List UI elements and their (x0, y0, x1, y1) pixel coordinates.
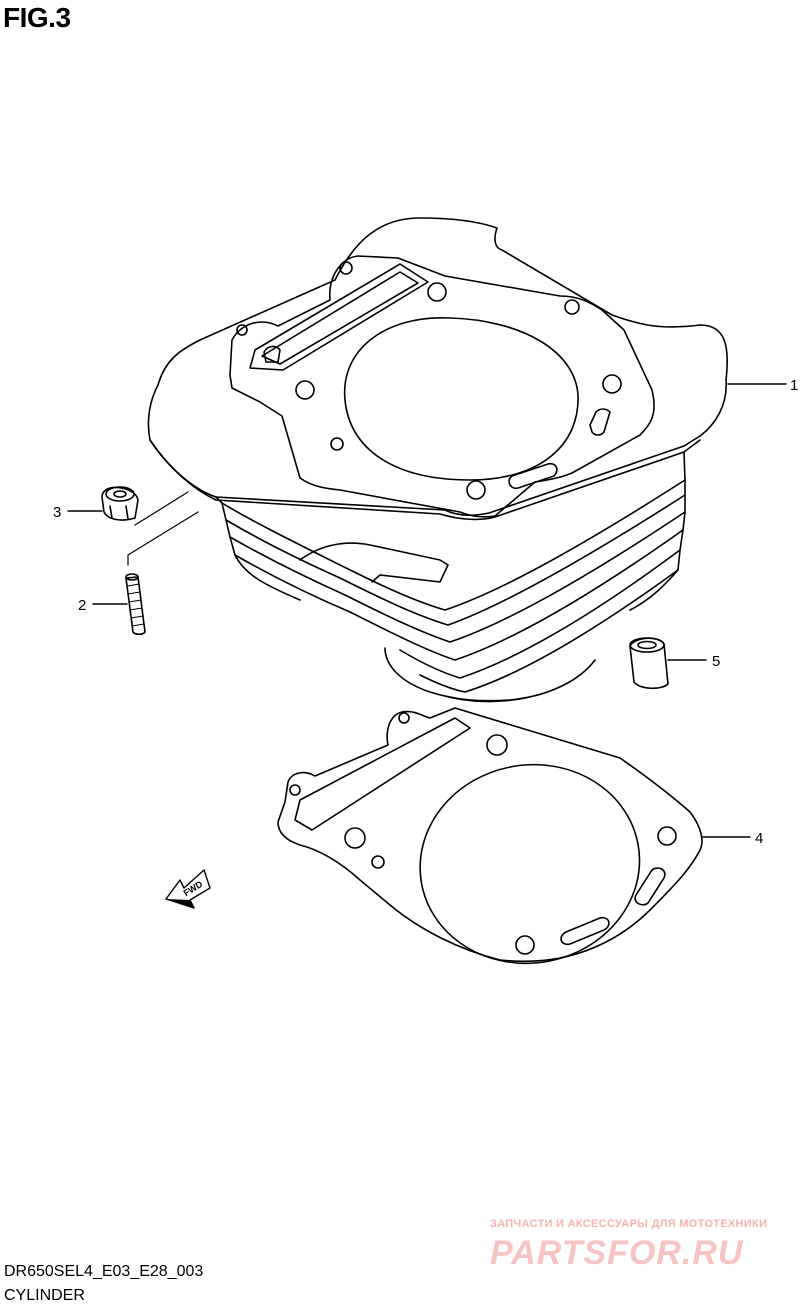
cooling-fin (234, 529, 684, 661)
bolt-hole (427, 282, 447, 302)
bolt-hole (339, 261, 353, 275)
gasket-hole (289, 784, 301, 796)
bolt-hole (602, 374, 622, 394)
bolt-hole (330, 437, 344, 451)
gasket-hole (486, 734, 508, 756)
watermark-logo: PARTSFOR.RU (490, 1234, 744, 1272)
watermark-logo-text: PARTSFOR.RU (490, 1234, 744, 1272)
bolt-hole (295, 380, 315, 400)
cylinder-top-flange (147, 217, 729, 516)
gasket-hole (344, 827, 366, 849)
gasket-hole (657, 826, 677, 846)
cylinder-skirt (384, 647, 596, 702)
cooling-fin (399, 549, 681, 679)
callout-label-4: 4 (755, 830, 763, 847)
gasket-oil-slot (634, 867, 666, 906)
gasket-oil-slot (560, 916, 610, 946)
cooling-fin (221, 479, 686, 611)
callout-label-2: 2 (78, 597, 86, 614)
nut-part[interactable] (101, 486, 139, 521)
base-gasket-part[interactable] (277, 707, 703, 981)
gasket-outline (277, 707, 703, 963)
bolt-hole (564, 299, 580, 315)
callout-label-5: 5 (712, 653, 720, 670)
cooling-fin (225, 494, 686, 626)
assembly-guide-line (127, 491, 199, 566)
bolt-hole (466, 480, 486, 500)
cylinder-flange-edge (149, 439, 701, 521)
stud-part[interactable] (125, 573, 146, 636)
cam-chain-tunnel (249, 263, 429, 371)
cylinder-head-surface (229, 255, 655, 518)
dowel-pin-part[interactable] (629, 637, 669, 690)
forward-arrow-icon (165, 869, 211, 909)
figure-caption: CYLINDER (4, 1287, 85, 1304)
cooling-fin (419, 569, 679, 693)
figure-title: FIG.3 (3, 2, 71, 33)
cylinder-bore (343, 317, 579, 481)
gasket-hole (515, 935, 535, 955)
gasket-chain-window (294, 717, 471, 831)
cylinder-part[interactable] (147, 217, 729, 703)
oil-slot (508, 462, 558, 490)
oil-slot (589, 408, 611, 436)
callout-label-3: 3 (53, 504, 61, 521)
figure-code: DR650SEL4_E03_E28_003 (4, 1263, 204, 1280)
gasket-hole (371, 855, 385, 869)
callout-label-1: 1 (790, 377, 798, 394)
bolt-hole (236, 324, 248, 336)
cooling-fin (229, 511, 686, 643)
gasket-bore (419, 763, 641, 965)
watermark-tagline: ЗАПЧАСТИ И АКСЕССУАРЫ ДЛЯ МОТОТЕХНИКИ (490, 1218, 768, 1230)
gasket-hole (398, 712, 410, 724)
